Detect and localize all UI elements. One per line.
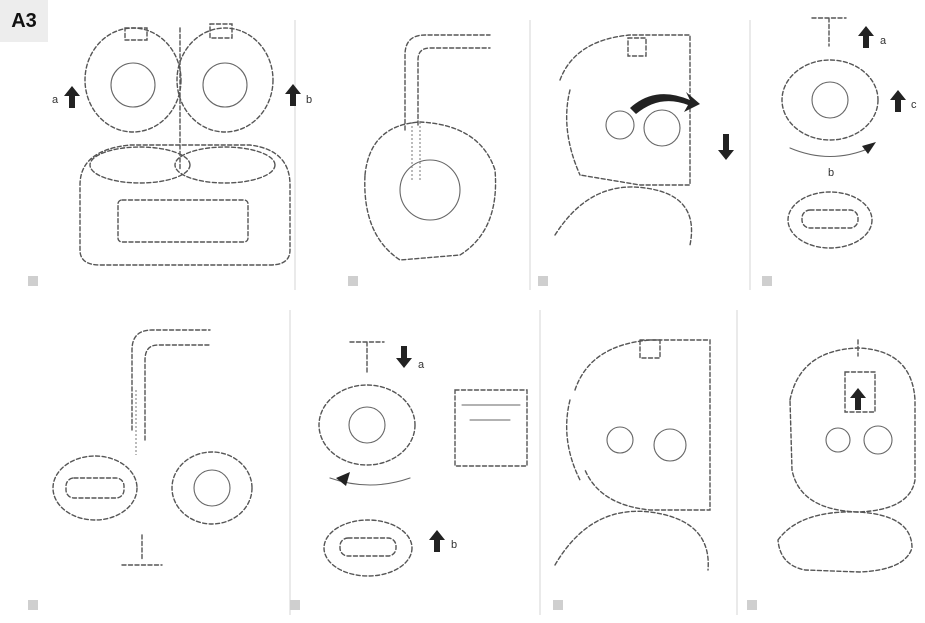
step-number-box xyxy=(553,600,563,610)
callout-label: a xyxy=(880,35,887,47)
panel-4: a c b xyxy=(762,17,917,286)
step-number-box xyxy=(762,276,772,286)
down-arrow-icon xyxy=(396,346,412,368)
callout-label: c xyxy=(911,99,917,111)
up-arrow-icon xyxy=(858,26,874,48)
callout-label: b xyxy=(451,539,457,551)
sheet-label: A3 xyxy=(0,0,48,42)
callout-label: a xyxy=(418,359,425,371)
callout-label: b xyxy=(306,94,312,106)
panel-2 xyxy=(348,34,497,286)
up-arrow-icon xyxy=(850,388,866,410)
step-number-box xyxy=(747,600,757,610)
up-arrow-icon xyxy=(890,90,906,112)
step-number-box xyxy=(290,600,300,610)
rotate-arrow-icon xyxy=(336,472,350,486)
panel-1: a b xyxy=(28,23,312,286)
step-number-box xyxy=(28,276,38,286)
panel-3 xyxy=(538,34,734,286)
up-arrow-icon xyxy=(285,84,301,106)
rotate-arrow-icon xyxy=(630,92,700,114)
callout-label: b xyxy=(828,167,834,179)
rotate-arrow-icon xyxy=(862,142,876,154)
panel-6: a b xyxy=(290,341,528,610)
step-number-box xyxy=(28,600,38,610)
up-arrow-icon xyxy=(64,86,80,108)
panel-5 xyxy=(28,329,253,610)
panel-8 xyxy=(747,339,916,610)
down-arrow-icon xyxy=(718,134,734,160)
panel-7 xyxy=(553,339,711,610)
step-number-box xyxy=(538,276,548,286)
up-arrow-icon xyxy=(429,530,445,552)
callout-label: a xyxy=(52,94,59,106)
step-number-box xyxy=(348,276,358,286)
